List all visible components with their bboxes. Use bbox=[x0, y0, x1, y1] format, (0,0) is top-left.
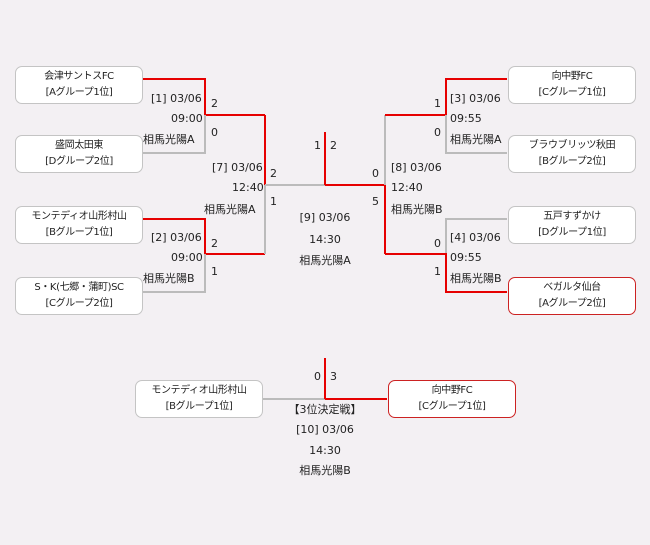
m2-score-bottom: 1 bbox=[211, 265, 218, 278]
m1-score-bottom: 0 bbox=[211, 126, 218, 139]
third-score-left: 0 bbox=[314, 370, 321, 383]
line-m1-bottom bbox=[143, 115, 206, 154]
final-venue: 相馬光陽A bbox=[299, 254, 351, 267]
team-name: ベガルタ仙台 bbox=[543, 282, 601, 293]
team-name: 向中野FC bbox=[551, 71, 593, 82]
third-time: 14:30 bbox=[309, 444, 341, 457]
line-m4-top bbox=[445, 218, 507, 254]
team-group: [Bグループ1位] bbox=[45, 227, 113, 238]
team-blaublitz[interactable]: ブラウブリッツ秋田 [Bグループ2位] bbox=[508, 135, 636, 173]
m8-label: [8] 03/06 bbox=[391, 161, 442, 174]
m3-time: 09:55 bbox=[450, 112, 482, 125]
team-group: [Dグループ2位] bbox=[45, 156, 113, 167]
m7-time: 12:40 bbox=[232, 181, 264, 194]
line-m4-bottom bbox=[385, 253, 507, 293]
final-score-left: 1 bbox=[314, 139, 321, 152]
team-third-left[interactable]: モンテディオ山形村山 [Bグループ1位] bbox=[135, 380, 263, 418]
m4-score-bottom: 1 bbox=[434, 265, 441, 278]
m1-score-top: 2 bbox=[211, 97, 218, 110]
m4-time: 09:55 bbox=[450, 251, 482, 264]
m1-time: 09:00 bbox=[171, 112, 203, 125]
team-name: S・K(七郷・蒲町)SC bbox=[34, 282, 124, 293]
m1-venue: 相馬光陽A bbox=[143, 133, 195, 146]
team-group: [Aグループ2位] bbox=[538, 298, 606, 309]
m8-time: 12:40 bbox=[391, 181, 423, 194]
line-m2-top bbox=[143, 218, 265, 255]
m7-score-bottom: 1 bbox=[270, 195, 277, 208]
team-name: 五戸すずかけ bbox=[543, 211, 601, 222]
third-score-right: 3 bbox=[330, 370, 337, 383]
third-venue: 相馬光陽B bbox=[299, 464, 351, 477]
m2-venue: 相馬光陽B bbox=[143, 272, 195, 285]
m2-score-top: 2 bbox=[211, 237, 218, 250]
final-label: [9] 03/06 bbox=[299, 211, 351, 224]
team-gonohe[interactable]: 五戸すずかけ [Dグループ1位] bbox=[508, 206, 636, 244]
team-group: [Bグループ2位] bbox=[538, 156, 606, 167]
m8-score-bottom: 5 bbox=[372, 195, 379, 208]
m8-score-top: 0 bbox=[372, 167, 379, 180]
m2-label: [2] 03/06 bbox=[151, 231, 202, 244]
line-m2-bottom bbox=[143, 254, 206, 293]
team-name: 盛岡太田東 bbox=[55, 140, 103, 151]
m7-score-top: 2 bbox=[270, 167, 277, 180]
team-aizu[interactable]: 会津サントスFC [Aグループ1位] bbox=[15, 66, 143, 104]
m1-label: [1] 03/06 bbox=[151, 92, 202, 105]
team-montedio[interactable]: モンテディオ山形村山 [Bグループ1位] bbox=[15, 206, 143, 244]
team-group: [Aグループ1位] bbox=[45, 87, 113, 98]
m4-venue: 相馬光陽B bbox=[450, 272, 502, 285]
final-score-right: 2 bbox=[330, 139, 337, 152]
m4-label: [4] 03/06 bbox=[450, 231, 501, 244]
m7-label: [7] 03/06 bbox=[212, 161, 263, 174]
m4-score-top: 0 bbox=[434, 237, 441, 250]
final-time: 14:30 bbox=[309, 233, 341, 246]
m3-label: [3] 03/06 bbox=[450, 92, 501, 105]
m8-venue: 相馬光陽B bbox=[391, 203, 443, 216]
team-name: モンテディオ山形村山 bbox=[151, 385, 247, 396]
team-name: 向中野FC bbox=[431, 385, 473, 396]
team-name: 会津サントスFC bbox=[44, 71, 114, 82]
team-group: [Bグループ1位] bbox=[165, 401, 233, 412]
team-mukainakano[interactable]: 向中野FC [Cグループ1位] bbox=[508, 66, 636, 104]
team-third-right[interactable]: 向中野FC [Cグループ1位] bbox=[388, 380, 516, 418]
line-m3-bottom bbox=[445, 115, 507, 154]
third-title: 【3位決定戦】 bbox=[288, 403, 362, 416]
m7-venue: 相馬光陽A bbox=[204, 203, 256, 216]
team-group: [Cグループ1位] bbox=[418, 401, 486, 412]
m3-score-top: 1 bbox=[434, 97, 441, 110]
m3-venue: 相馬光陽A bbox=[450, 133, 502, 146]
team-group: [Dグループ1位] bbox=[538, 227, 606, 238]
third-label: [10] 03/06 bbox=[296, 423, 354, 436]
team-sk[interactable]: S・K(七郷・蒲町)SC [Cグループ2位] bbox=[15, 277, 143, 315]
team-morioka[interactable]: 盛岡太田東 [Dグループ2位] bbox=[15, 135, 143, 173]
line-m3-top bbox=[385, 78, 507, 116]
team-vegalta[interactable]: ベガルタ仙台 [Aグループ2位] bbox=[508, 277, 636, 315]
team-group: [Cグループ1位] bbox=[538, 87, 606, 98]
m3-score-bottom: 0 bbox=[434, 126, 441, 139]
m2-time: 09:00 bbox=[171, 251, 203, 264]
line-m1-top bbox=[143, 78, 265, 116]
team-group: [Cグループ2位] bbox=[45, 298, 113, 309]
team-name: ブラウブリッツ秋田 bbox=[528, 140, 616, 151]
team-name: モンテディオ山形村山 bbox=[31, 211, 127, 222]
